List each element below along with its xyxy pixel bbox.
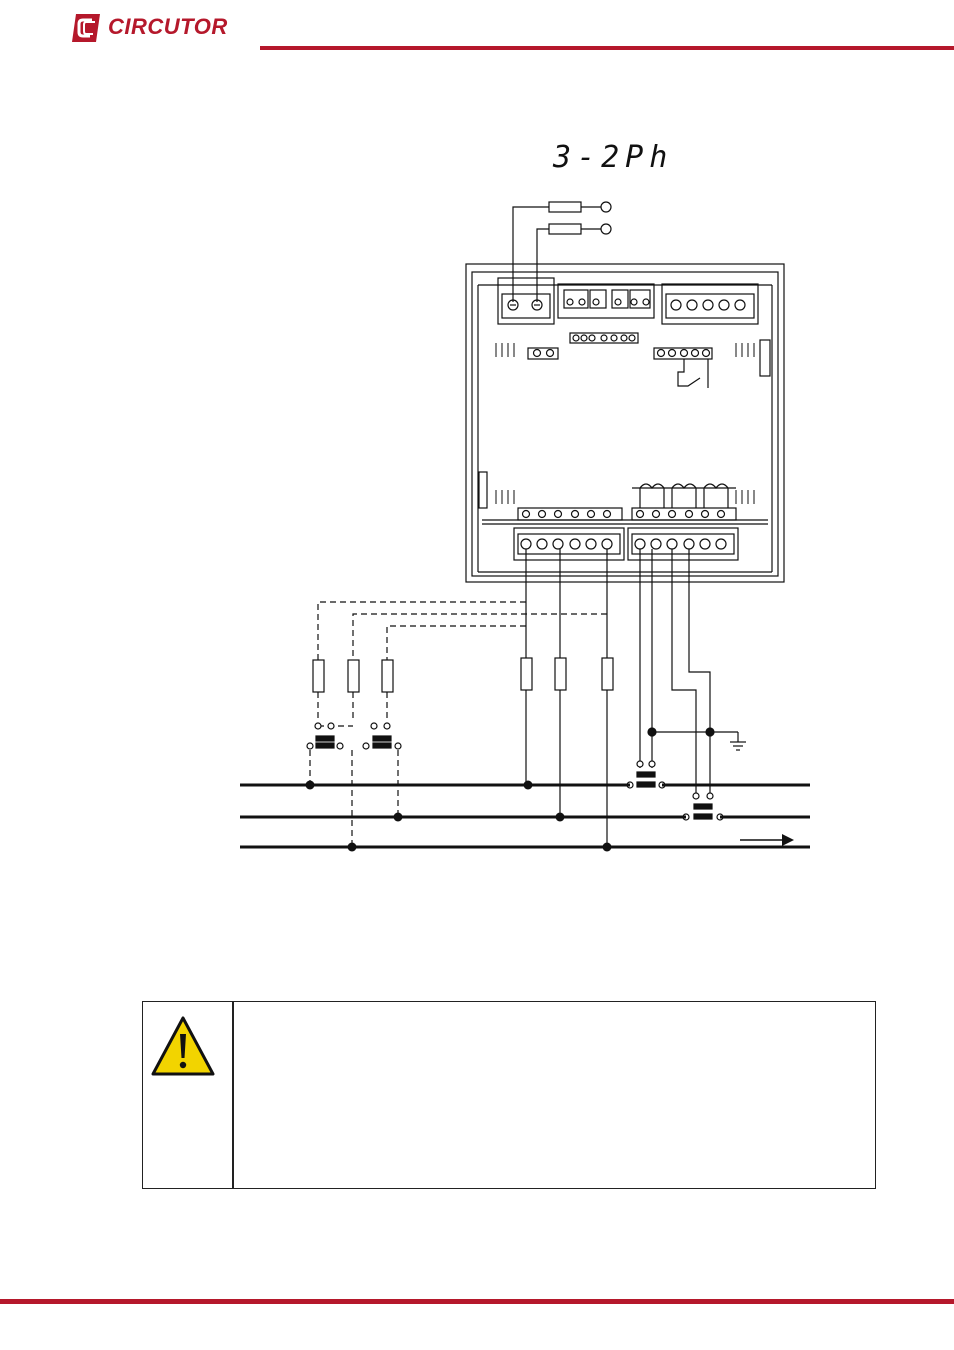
warning-triangle-icon [151,1016,215,1076]
current-wiring [626,549,746,821]
power-supply-input [512,201,612,302]
voltage-wiring [520,549,614,847]
wiring-diagram [240,201,810,852]
footer-rule [0,1299,954,1304]
mode-label: 3-2Ph [553,140,674,175]
dashed-vt-fuses [306,659,402,750]
brand-logo-mark [72,14,100,42]
warning-box [142,1001,876,1189]
brand-logo: CIRCUTOR [70,10,250,46]
junction-dots [305,780,612,852]
dashed-vt-wiring [309,601,607,847]
phase-lines [240,783,810,849]
device-rear-view [465,263,785,583]
brand-name: CIRCUTOR [108,14,228,39]
header-rule [260,46,954,50]
direction-arrow-icon [740,834,794,846]
warning-divider [232,1002,234,1188]
